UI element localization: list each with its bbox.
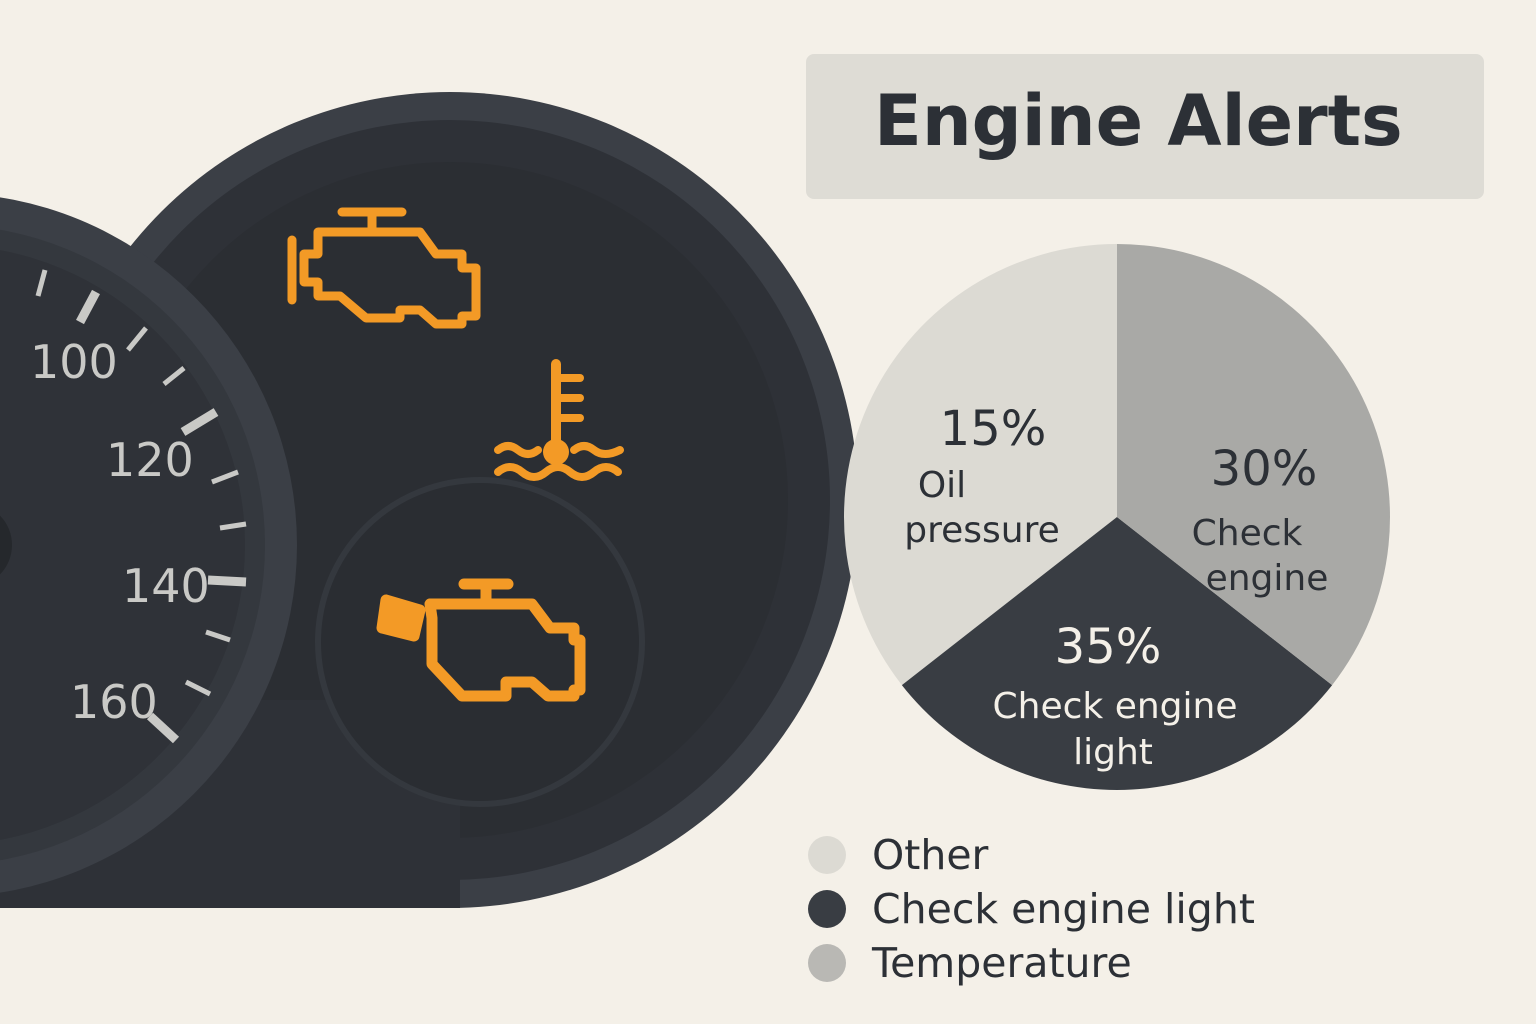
legend-swatch	[808, 836, 846, 874]
speed-label-120: 120	[106, 433, 194, 487]
speed-label-160: 160	[70, 675, 158, 729]
chart-title: Engine Alerts	[874, 80, 1403, 162]
chart-legend: Other Check engine light Temperature	[808, 828, 1448, 990]
speed-label-100: 100	[30, 335, 118, 389]
legend-item: Check engine light	[808, 882, 1448, 936]
title-banner: Engine Alerts	[806, 54, 1484, 199]
legend-item: Temperature	[808, 936, 1448, 990]
speed-label-140: 140	[122, 559, 210, 613]
legend-swatch	[808, 944, 846, 982]
engine-icon	[376, 578, 586, 702]
legend-label: Temperature	[872, 939, 1132, 987]
legend-label: Check engine light	[872, 885, 1255, 933]
legend-swatch	[808, 890, 846, 928]
legend-label: Other	[872, 831, 989, 879]
engine-icon	[287, 207, 481, 329]
legend-item: Other	[808, 828, 1448, 882]
speedometer	[0, 197, 297, 893]
coolant-temperature-icon	[494, 359, 624, 481]
